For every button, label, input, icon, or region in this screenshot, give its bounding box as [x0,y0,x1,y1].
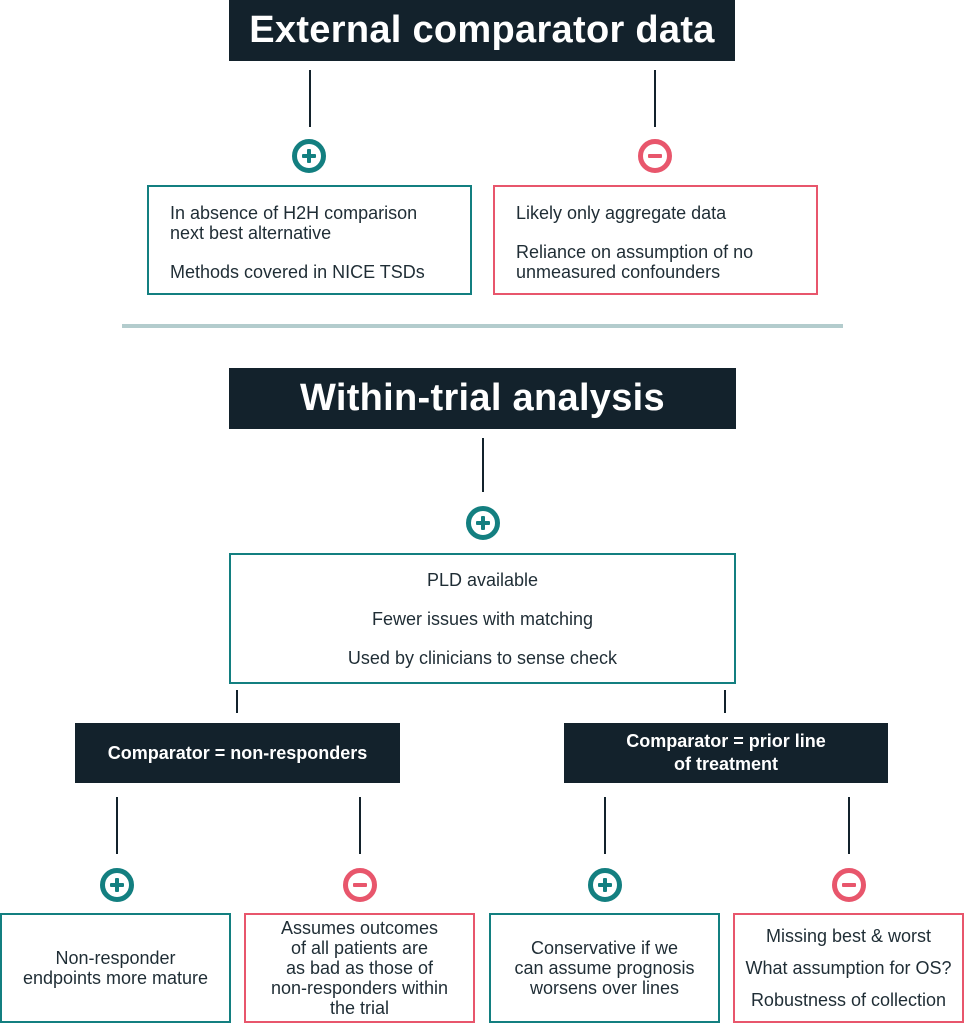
external-pro-item: In absence of H2H comparison next best a… [170,203,418,243]
non-responders-pros-box: Non-responder endpoints more mature [0,913,231,1023]
prior-line-comparator-title: Comparator = prior line of treatment [564,723,888,783]
prior-line-cons-box: Missing best & worst What assumption for… [733,913,964,1023]
plus-circle-icon [292,139,326,173]
connector-line [604,797,606,854]
plus-circle-icon [588,868,622,902]
plus-circle-icon [100,868,134,902]
connector-line [359,797,361,854]
non-responders-comparator-title: Comparator = non-responders [75,723,400,783]
minus-circle-icon [343,868,377,902]
connector-line [116,797,118,854]
prior-line-pro-item: Conservative if we can assume prognosis … [514,938,695,998]
connector-line [236,690,238,713]
external-cons-box: Likely only aggregate data Reliance on a… [493,185,818,295]
minus-circle-icon [638,139,672,173]
within-trial-title: Within-trial analysis [229,368,736,429]
external-comparator-title: External comparator data [229,0,735,61]
connector-line [482,438,484,492]
non-responders-con-item: Assumes outcomes of all patients are as … [270,918,449,1018]
prior-line-con-item: Robustness of collection [750,990,947,1010]
external-con-item: Reliance on assumption of no unmeasured … [516,242,754,282]
within-trial-pro-item: Used by clinicians to sense check [347,647,618,668]
external-con-item: Likely only aggregate data [516,203,727,223]
external-pros-box: In absence of H2H comparison next best a… [147,185,472,295]
external-pro-item: Methods covered in NICE TSDs [170,262,425,282]
within-trial-pros-box: PLD available Fewer issues with matching… [229,553,736,684]
non-responders-cons-box: Assumes outcomes of all patients are as … [244,913,475,1023]
section-divider [122,324,843,328]
within-trial-pro-item: PLD available [426,569,539,590]
connector-line [654,70,656,127]
within-trial-pro-item: Fewer issues with matching [371,608,594,629]
connector-line [309,70,311,127]
prior-line-con-item: Missing best & worst [765,926,932,946]
prior-line-con-item: What assumption for OS? [745,958,952,978]
minus-circle-icon [832,868,866,902]
prior-line-pros-box: Conservative if we can assume prognosis … [489,913,720,1023]
non-responders-pro-item: Non-responder endpoints more mature [22,948,209,988]
connector-line [848,797,850,854]
connector-line [724,690,726,713]
plus-circle-icon [466,506,500,540]
